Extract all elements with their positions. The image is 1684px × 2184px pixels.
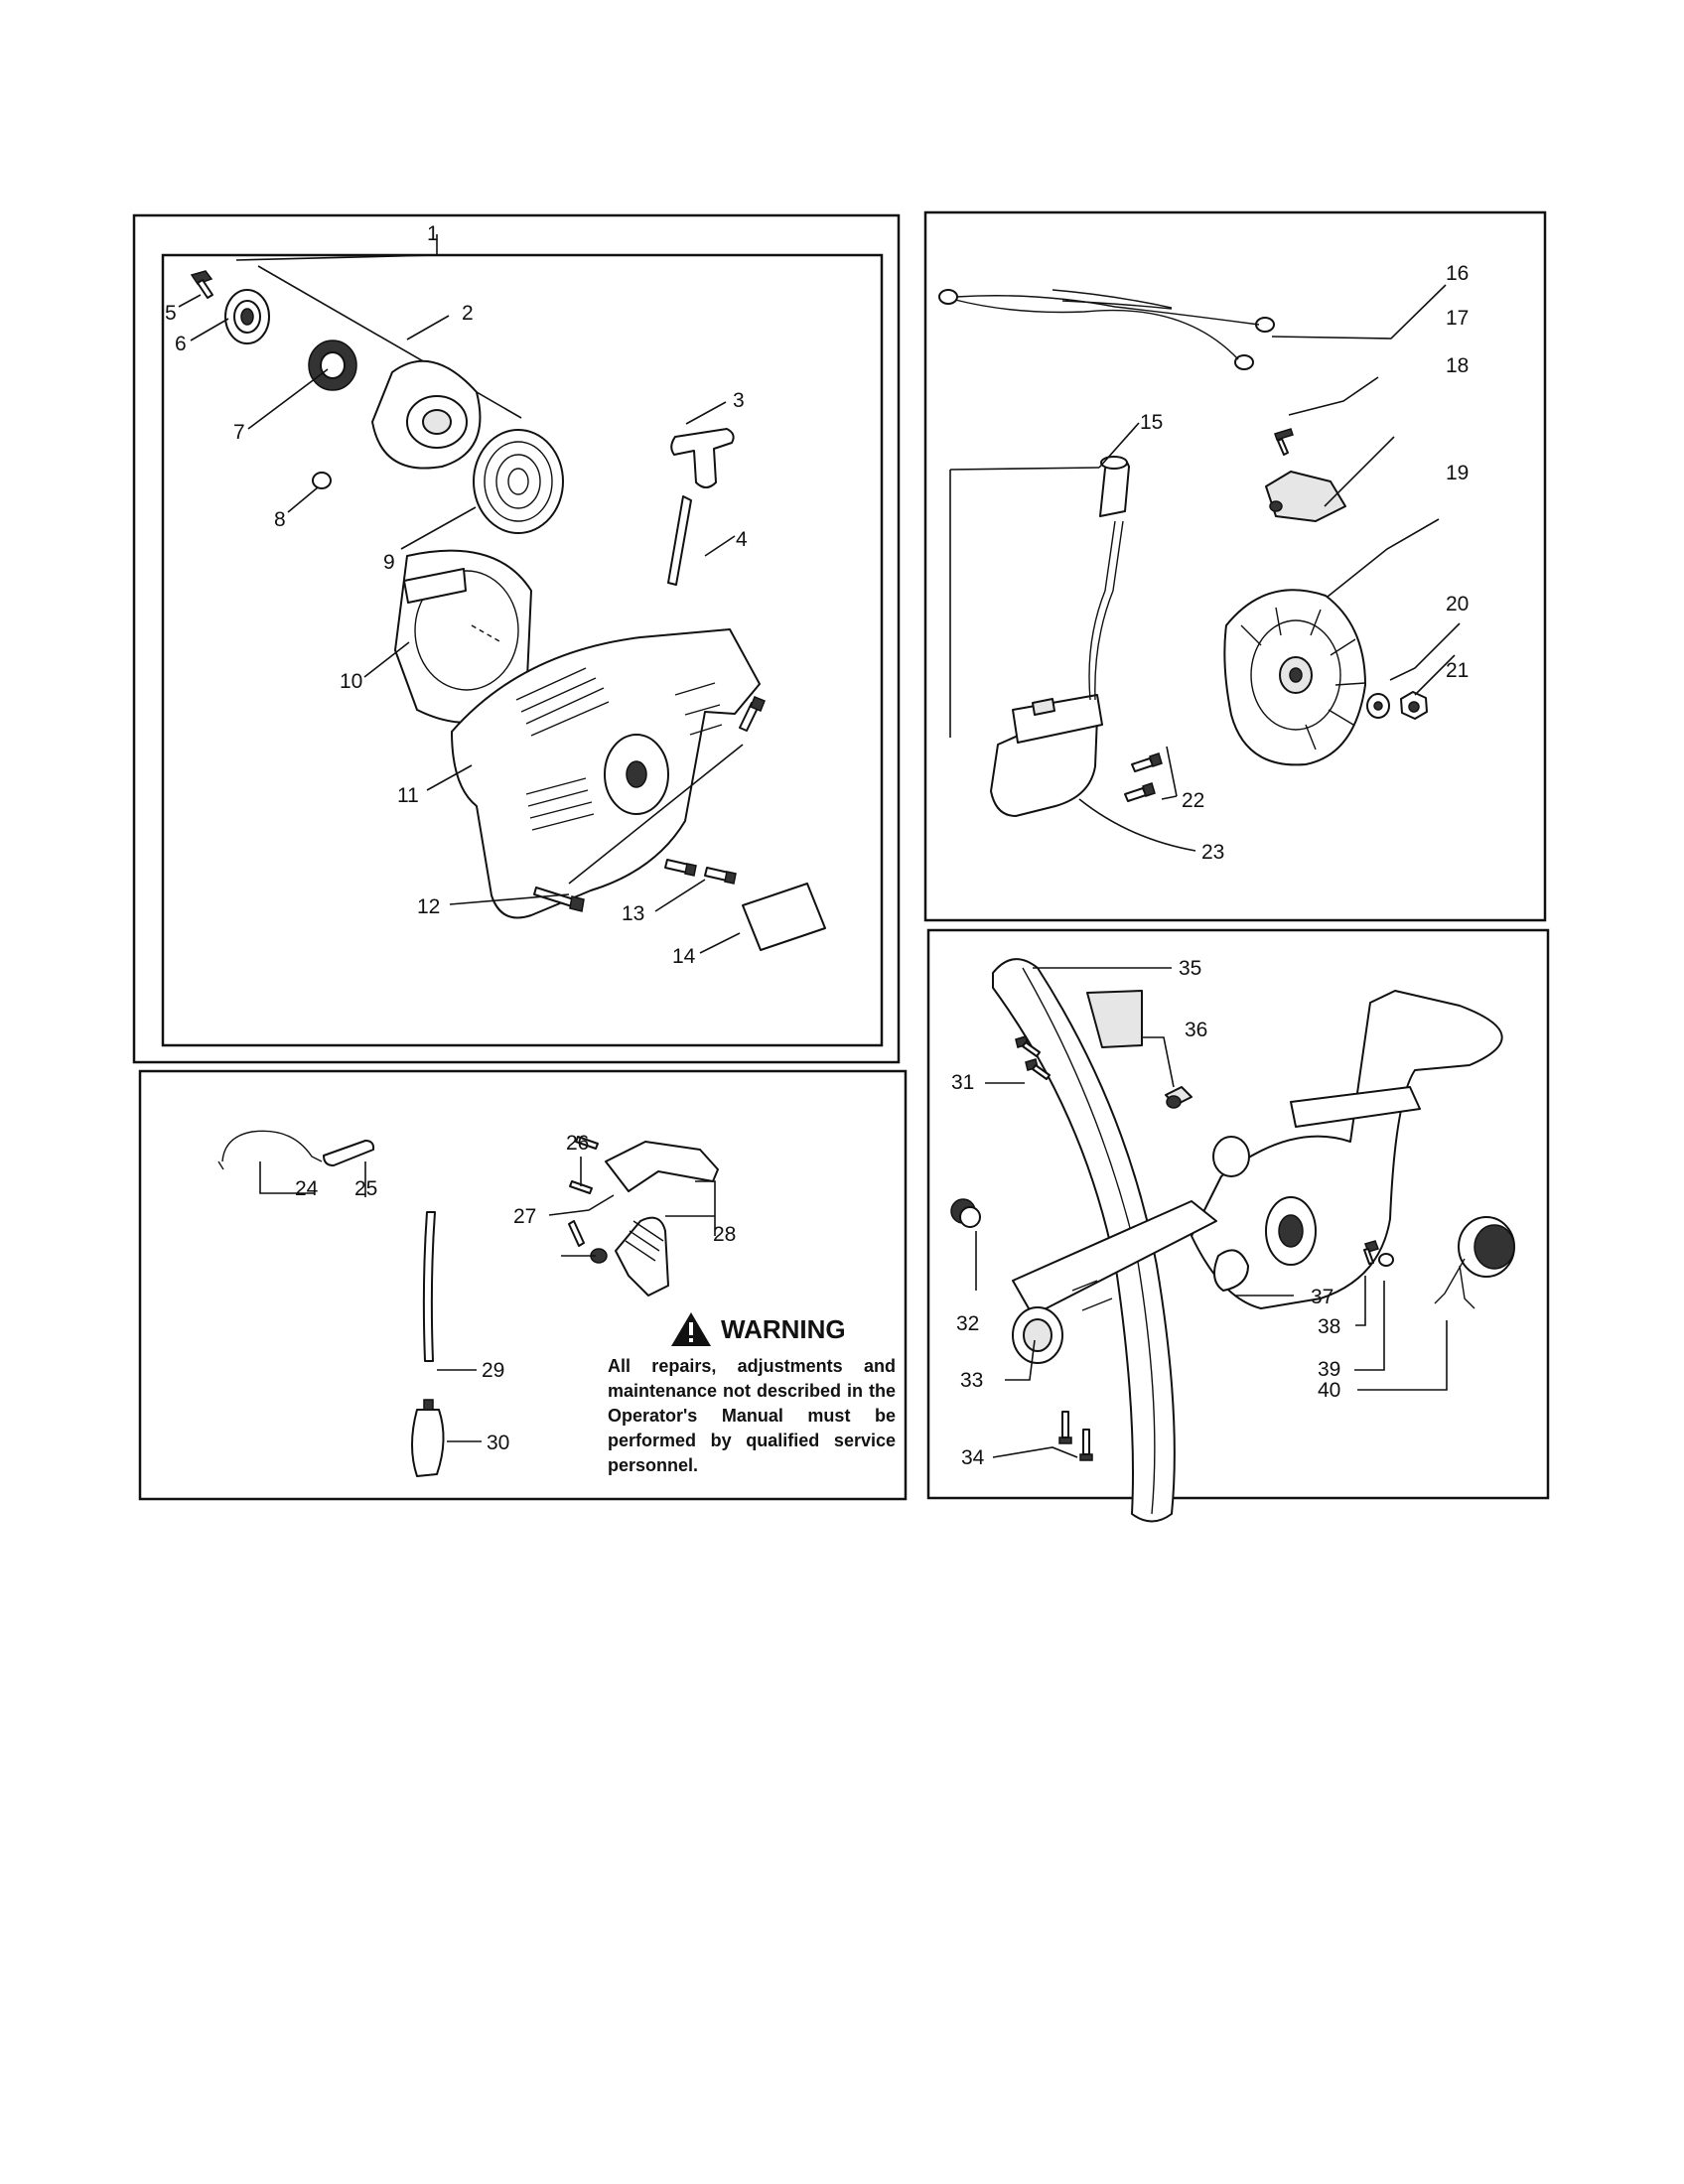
- callout-2: 2: [462, 302, 474, 325]
- callout-32: 32: [956, 1312, 979, 1335]
- part-5-bolt: [190, 270, 213, 299]
- part-29-fuel-line: [422, 1211, 436, 1362]
- callout-18: 18: [1446, 354, 1469, 377]
- panel-frames: [132, 210, 1550, 1501]
- warning-title: WARNING: [721, 1313, 846, 1344]
- part-12-screw: [533, 887, 585, 912]
- callout-19: 19: [1446, 462, 1469, 484]
- callout-5: 5: [165, 302, 177, 325]
- part-34-screws: [1058, 1411, 1093, 1461]
- callout-1: 1: [427, 222, 439, 245]
- part-2-pulley-plate: [371, 359, 482, 470]
- callout-10: 10: [340, 670, 362, 693]
- part-10-starter-housing: [394, 549, 532, 724]
- part-36-bushing: [1165, 1086, 1193, 1109]
- part-18-switch: [1265, 471, 1346, 522]
- part-31-screws: [1015, 1035, 1051, 1080]
- part-22-screws: [1124, 752, 1163, 802]
- callout-28: 28: [713, 1223, 736, 1246]
- part-9-recoil-spring: [473, 429, 564, 534]
- warning-header: WARNING: [669, 1310, 896, 1348]
- part-19-flywheel: [1223, 589, 1366, 766]
- callout-40: 40: [1318, 1379, 1340, 1402]
- callout-15: 15: [1140, 411, 1163, 434]
- panel-ignition: [923, 210, 1547, 922]
- callout-38: 38: [1318, 1315, 1340, 1338]
- part-21-nut: [1400, 691, 1428, 720]
- part-26-pin: [569, 1136, 599, 1194]
- callout-31: 31: [951, 1071, 974, 1094]
- part-28-throttle-lever: [605, 1141, 719, 1297]
- starter-assembly-parts: [178, 234, 826, 954]
- callout-26: 26: [566, 1132, 589, 1155]
- callout-21: 21: [1446, 659, 1469, 682]
- part-38-screw: [1363, 1240, 1379, 1265]
- warning-triangle-icon: [671, 1312, 711, 1346]
- part-8-washer: [312, 472, 332, 489]
- callout-27: 27: [513, 1205, 536, 1228]
- ignition-parts: [938, 284, 1461, 852]
- callout-25: 25: [354, 1177, 377, 1200]
- part-7-spring: [308, 340, 357, 391]
- callout-12: 12: [417, 895, 440, 918]
- callout-6: 6: [175, 333, 187, 355]
- part-40-oil-cap: [1434, 1216, 1515, 1309]
- callout-3: 3: [733, 389, 745, 412]
- callout-4: 4: [736, 528, 748, 551]
- callout-16: 16: [1446, 262, 1469, 285]
- cooling-fins: [515, 667, 723, 831]
- part-3-starter-handle: [670, 428, 735, 488]
- callout-11: 11: [397, 784, 419, 807]
- part-17-screw: [1274, 428, 1294, 456]
- panel-handle: [926, 928, 1550, 1500]
- part-25-felt: [323, 1140, 375, 1166]
- warning-text: All repairs, adjustments and maintenance…: [608, 1356, 896, 1475]
- callout-34: 34: [961, 1446, 985, 1469]
- callout-17: 17: [1446, 307, 1469, 330]
- part-rear-handle: [1191, 990, 1503, 1309]
- fuel-parts: [217, 1130, 719, 1477]
- callout-20: 20: [1446, 593, 1469, 615]
- part-30-fuel-filter: [411, 1399, 445, 1477]
- part-16-ground-wire: [938, 289, 1275, 370]
- callout-37: 37: [1311, 1286, 1333, 1308]
- panel-starter-inner: [161, 253, 884, 1047]
- part-32-grommet: [950, 1198, 981, 1228]
- part-4-rope: [667, 495, 692, 586]
- part-37-mount: [1213, 1249, 1249, 1292]
- part-11-fan-housing: [451, 628, 761, 919]
- callout-30: 30: [487, 1432, 509, 1454]
- part-6-pulley: [224, 289, 270, 344]
- callout-9: 9: [383, 551, 395, 574]
- part-24-wire: [217, 1130, 323, 1170]
- callout-36: 36: [1185, 1019, 1207, 1041]
- panel-starter-outer: [132, 213, 901, 1064]
- panel-fuel: [138, 1069, 908, 1501]
- callout-35: 35: [1179, 957, 1201, 980]
- callout-29: 29: [482, 1359, 504, 1382]
- callout-22: 22: [1182, 789, 1204, 812]
- callout-labels: 1 2 3 4 5 6 7 8 9 10 11 12 13 14 15 16 1…: [165, 222, 1469, 1469]
- part-35-handle-bar: [992, 958, 1176, 1523]
- callout-23: 23: [1201, 841, 1224, 864]
- part-20-washer: [1366, 693, 1390, 719]
- part-14-label: [742, 883, 826, 951]
- callout-14: 14: [672, 945, 696, 968]
- callout-13: 13: [622, 902, 644, 925]
- callout-24: 24: [295, 1177, 319, 1200]
- warning-notice: WARNING All repairs, adjustments and mai…: [608, 1310, 896, 1478]
- part-33-base-arm: [1012, 1200, 1217, 1364]
- part-15-spark-plug-boot: [1099, 456, 1130, 517]
- callout-33: 33: [960, 1369, 983, 1392]
- part-23-ignition-module: [990, 520, 1124, 817]
- part-13-screws: [664, 696, 766, 885]
- part-39-washer: [1378, 1253, 1394, 1267]
- handle-parts: [950, 958, 1515, 1523]
- callout-8: 8: [274, 508, 286, 531]
- callout-7: 7: [233, 421, 245, 444]
- callout-39: 39: [1318, 1358, 1340, 1381]
